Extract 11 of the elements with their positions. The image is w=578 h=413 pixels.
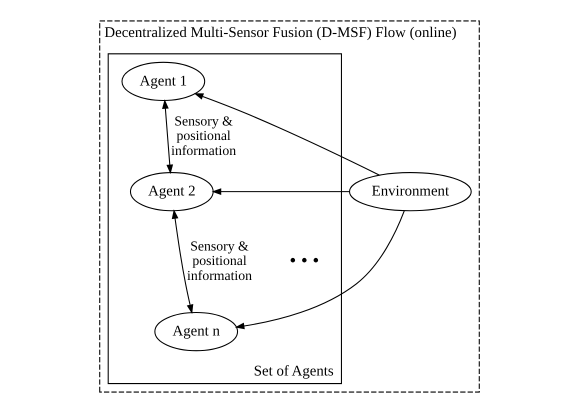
arrow [211, 188, 350, 195]
node-ellipse: Agent n [154, 312, 238, 352]
arrow [193, 93, 380, 176]
edge-label: Sensory & positional information [170, 113, 236, 158]
arrow [171, 209, 193, 314]
edge-label: Sensory & positional information [186, 238, 252, 284]
node-ellipse: Agent 2 [129, 172, 214, 212]
node-ellipse: Environment [348, 172, 472, 212]
label: • • • [289, 250, 319, 272]
arrow [162, 99, 173, 174]
arrow [234, 210, 404, 330]
